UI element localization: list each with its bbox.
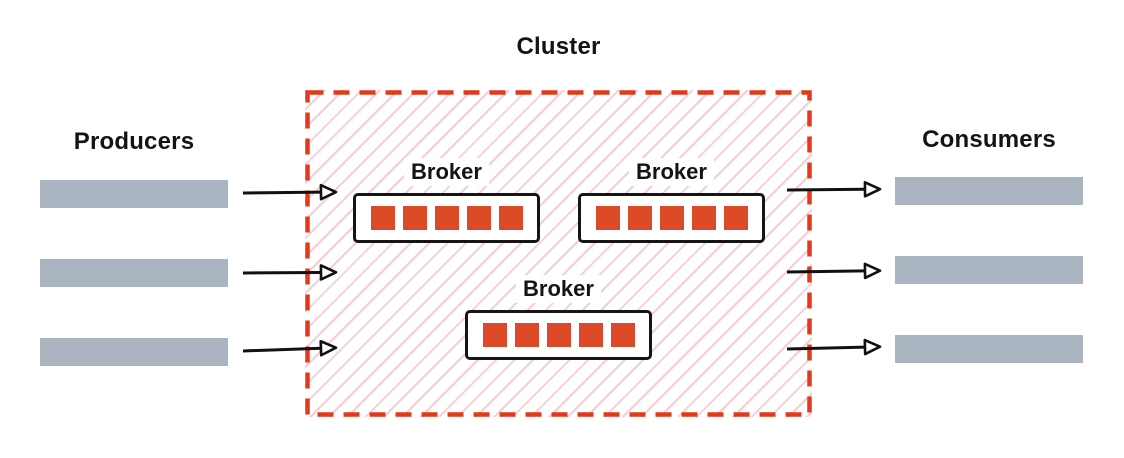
broker-3-partitions: [482, 323, 635, 347]
producers-label: Producers: [73, 128, 195, 155]
broker-1-partitions: [370, 206, 523, 230]
partition-square: [723, 206, 748, 230]
producer-bar: [40, 338, 228, 366]
producer-bar: [40, 259, 228, 287]
broker-2-box: [578, 193, 765, 243]
producer-bar: [40, 180, 228, 208]
producer-queues: [40, 180, 228, 366]
producer-arrow-1-icon: [242, 183, 338, 201]
partition-square: [482, 323, 507, 347]
broker-3-label: Broker: [516, 275, 601, 303]
cluster-title: Cluster: [516, 33, 601, 60]
partition-square: [659, 206, 684, 230]
consumer-arrow-3-icon: [786, 338, 882, 356]
cluster-boundary: [305, 90, 812, 417]
partition-square: [578, 323, 603, 347]
partition-square: [370, 206, 395, 230]
partition-square: [514, 323, 539, 347]
broker-1: Broker: [353, 158, 540, 243]
broker-3-box: [465, 310, 652, 360]
broker-1-label: Broker: [404, 158, 489, 186]
cluster-dashed-border-icon: [305, 90, 812, 417]
partition-square: [498, 206, 523, 230]
consumer-arrow-2-icon: [786, 262, 882, 280]
consumer-bar: [895, 256, 1083, 284]
producer-arrow-2-icon: [242, 264, 338, 281]
broker-2: Broker: [578, 158, 765, 243]
consumer-bar: [895, 335, 1083, 363]
broker-2-partitions: [595, 206, 748, 230]
producer-arrow-3-icon: [242, 339, 338, 357]
partition-square: [434, 206, 459, 230]
partition-square: [627, 206, 652, 230]
broker-3: Broker: [465, 275, 652, 360]
partition-square: [610, 323, 635, 347]
consumer-queues: [895, 177, 1083, 363]
partition-square: [595, 206, 620, 230]
partition-square: [546, 323, 571, 347]
consumer-arrow-1-icon: [786, 181, 882, 198]
broker-2-label: Broker: [629, 158, 714, 186]
partition-square: [691, 206, 716, 230]
partition-square: [466, 206, 491, 230]
consumers-label: Consumers: [922, 126, 1056, 153]
consumer-bar: [895, 177, 1083, 205]
partition-square: [402, 206, 427, 230]
broker-1-box: [353, 193, 540, 243]
